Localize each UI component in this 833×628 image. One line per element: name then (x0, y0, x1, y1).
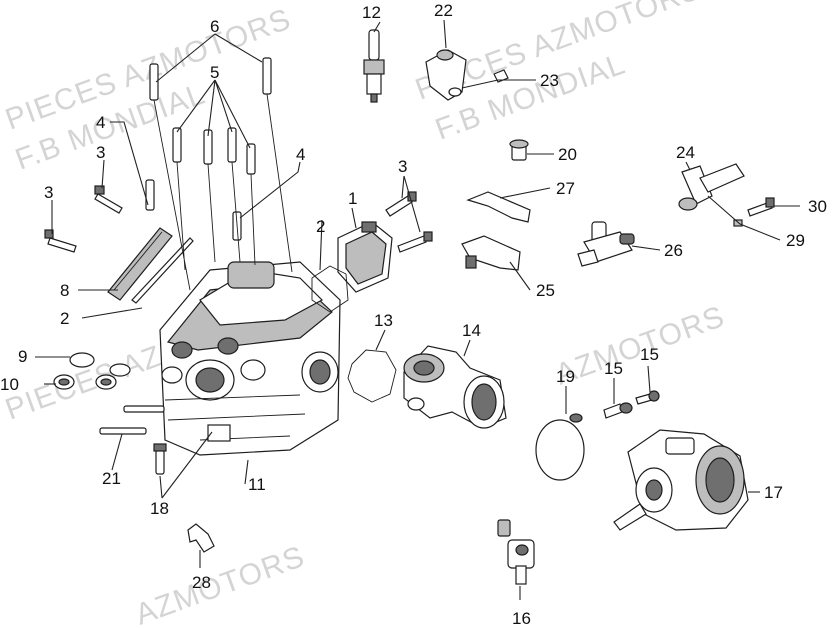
callout-25: 25 (536, 281, 555, 300)
injector-part (577, 221, 635, 267)
watermark-layer: PIECES AZMOTORS F.B MONDIAL PIECES AZMOT… (1, 0, 729, 628)
callout-29: 29 (786, 231, 805, 250)
callout-8: 8 (60, 281, 69, 300)
watermark-text: AZMOTORS (131, 540, 309, 628)
callout-4: 4 (96, 113, 105, 132)
long-stud-parts (145, 57, 293, 291)
bolt-parts (385, 191, 433, 253)
cover-plate-part (425, 49, 509, 101)
callout-23: 23 (540, 71, 559, 90)
callout-18: 18 (150, 499, 169, 518)
callout-24: 24 (676, 143, 695, 162)
callout-19: 19 (556, 367, 575, 386)
callout-30: 30 (808, 197, 827, 216)
cylinder-head-part (159, 261, 341, 456)
leader-lines (35, 19, 800, 600)
callout-15: 15 (604, 359, 623, 378)
callout-15: 15 (640, 345, 659, 364)
intake-manifold-part (403, 345, 507, 429)
callout-4: 4 (296, 145, 305, 164)
bush-part (509, 139, 529, 161)
rocker-rail-part (107, 227, 194, 304)
callout-3: 3 (398, 157, 407, 176)
bolt-parts (603, 390, 660, 419)
callout-10: 10 (0, 375, 19, 394)
callout-20: 20 (558, 145, 577, 164)
callout-2: 2 (316, 217, 325, 236)
spark-plug-part (363, 29, 385, 103)
callout-12: 12 (362, 3, 381, 22)
valve-part (497, 519, 535, 585)
callout-28: 28 (192, 573, 211, 592)
intake-gasket-part (347, 349, 397, 403)
callout-17: 17 (764, 483, 783, 502)
bracket-part (466, 191, 531, 223)
callout-2: 2 (60, 309, 69, 328)
callout-14: 14 (462, 321, 481, 340)
side-bolt-parts (44, 185, 123, 253)
callout-5: 5 (210, 63, 219, 82)
screw-parts (733, 197, 775, 227)
sensor-part (461, 235, 521, 271)
callout-27: 27 (556, 179, 575, 198)
throttle-body-part (613, 429, 749, 531)
callout-26: 26 (664, 241, 683, 260)
callout-3: 3 (44, 183, 53, 202)
callout-16: 16 (512, 609, 531, 628)
callout-6: 6 (210, 17, 219, 36)
lower-stud-parts (99, 405, 167, 475)
callout-1: 1 (348, 189, 357, 208)
valve-cover-part (337, 221, 393, 293)
sensor-part (678, 163, 745, 211)
clip-part (187, 523, 215, 553)
gasket-part (311, 265, 349, 313)
callout-3: 3 (96, 143, 105, 162)
callout-22: 22 (434, 1, 453, 20)
callout-21: 21 (102, 469, 121, 488)
washer-parts (53, 352, 131, 390)
callout-9: 9 (18, 347, 27, 366)
hose-clamp-part (535, 413, 585, 481)
callout-11: 11 (248, 475, 266, 494)
callout-13: 13 (374, 311, 393, 330)
